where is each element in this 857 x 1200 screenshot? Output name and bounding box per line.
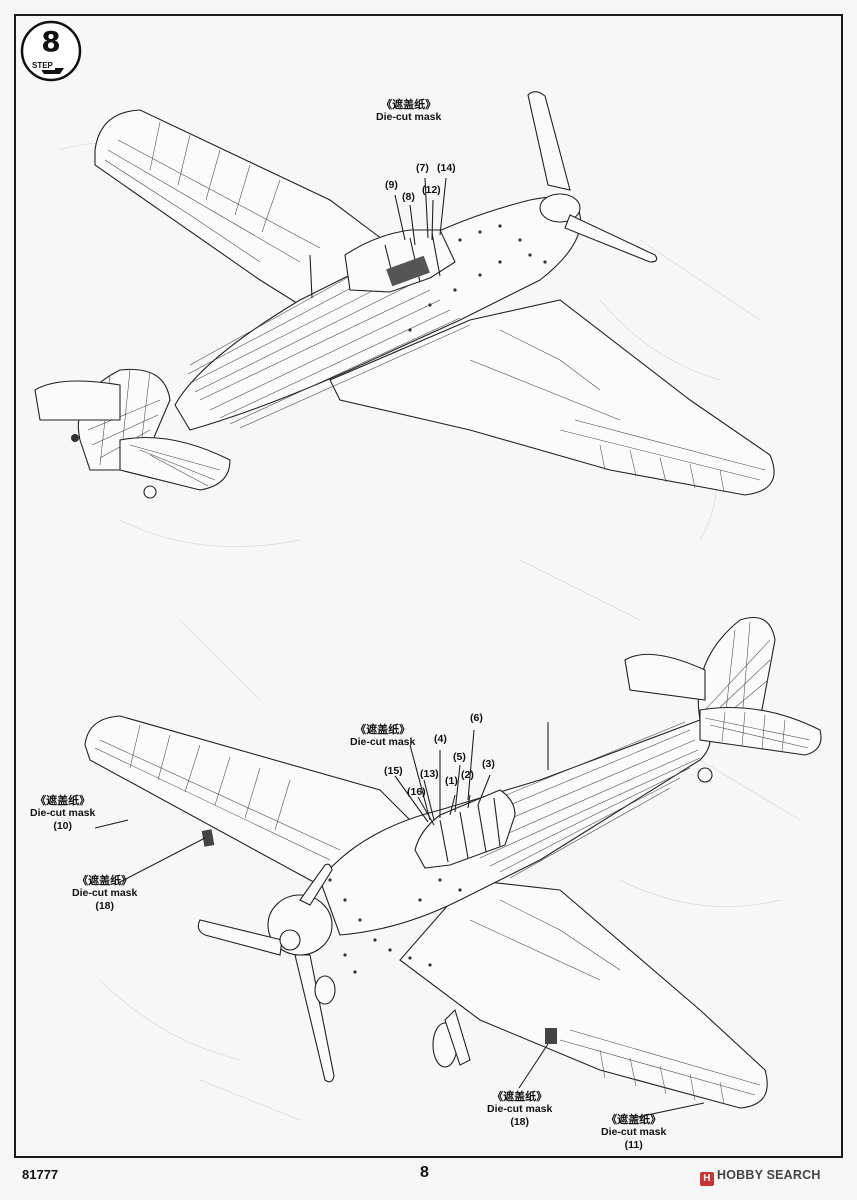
bottom-aircraft: [84, 616, 822, 1119]
part-label: (4): [434, 733, 447, 745]
part-label: (1): [445, 775, 458, 787]
mask-callout-18-bottom: 《遮盖纸》 Die-cut mask (18): [487, 1090, 553, 1128]
page-number: 8: [420, 1164, 429, 1181]
part-label: (8): [402, 191, 415, 203]
step-label: STEP: [30, 61, 55, 70]
center-mask-callout: 《遮盖纸》 Die-cut mask: [350, 723, 416, 748]
part-label: (5): [453, 751, 466, 763]
part-label: (13): [420, 768, 439, 780]
part-label: (7): [416, 162, 429, 174]
part-label: (15): [384, 765, 403, 777]
part-label: (9): [385, 179, 398, 191]
top-aircraft: [34, 91, 775, 499]
part-label: (3): [482, 758, 495, 770]
hobby-search-logo-icon: H: [700, 1172, 714, 1186]
mask-callout-11: 《遮盖纸》 Die-cut mask (11): [601, 1113, 667, 1151]
page-border: [14, 14, 843, 1158]
step-number: 8: [41, 25, 61, 58]
part-label: (6): [470, 712, 483, 724]
mask-callout-10: 《遮盖纸》 Die-cut mask (10): [30, 794, 96, 832]
mask-callout-18-left: 《遮盖纸》 Die-cut mask (18): [72, 874, 138, 912]
part-label: (14): [437, 162, 456, 174]
part-label: (12): [422, 184, 441, 196]
part-label: (16): [407, 786, 426, 798]
part-label: (2): [461, 769, 474, 781]
top-mask-callout: 《遮盖纸》 Die-cut mask: [376, 98, 442, 123]
product-code: 81777: [22, 1167, 59, 1182]
step-badge: 8 STEP: [20, 20, 82, 82]
